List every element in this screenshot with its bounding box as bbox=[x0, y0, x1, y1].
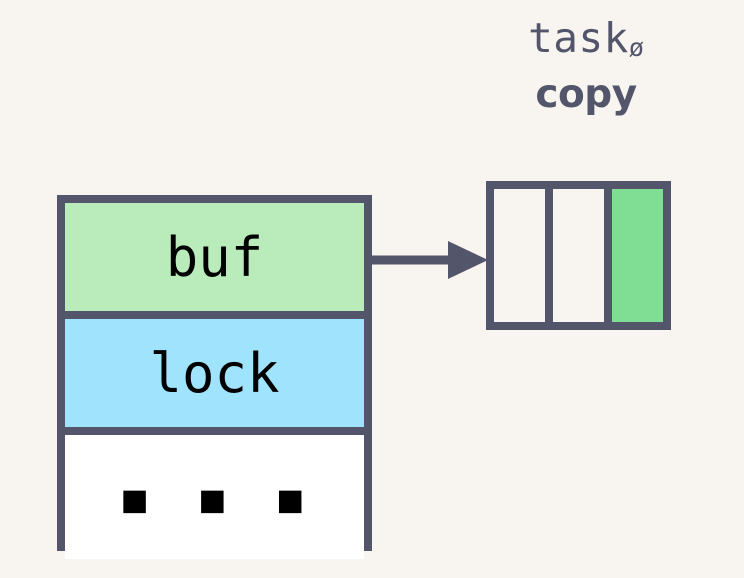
arrow-icon bbox=[370, 241, 488, 279]
task-label-subscript: ø bbox=[628, 33, 644, 62]
struct-field-ellipsis: ▪ ▪ ▪ bbox=[65, 435, 364, 559]
copy-label: copy bbox=[535, 72, 637, 117]
struct-field-lock: lock bbox=[65, 319, 364, 427]
task-label: taskø bbox=[470, 14, 702, 72]
buffer-cell-0 bbox=[494, 189, 545, 322]
struct-field-buf: buf bbox=[65, 203, 364, 311]
task-struct-box: buf lock ▪ ▪ ▪ bbox=[57, 195, 372, 559]
buffer-cell-1 bbox=[553, 189, 604, 322]
task-label-text: task bbox=[528, 14, 629, 62]
diagram-title: taskø copy bbox=[470, 14, 702, 118]
buffer-cell-2 bbox=[612, 189, 663, 322]
buffer-box bbox=[486, 181, 671, 330]
